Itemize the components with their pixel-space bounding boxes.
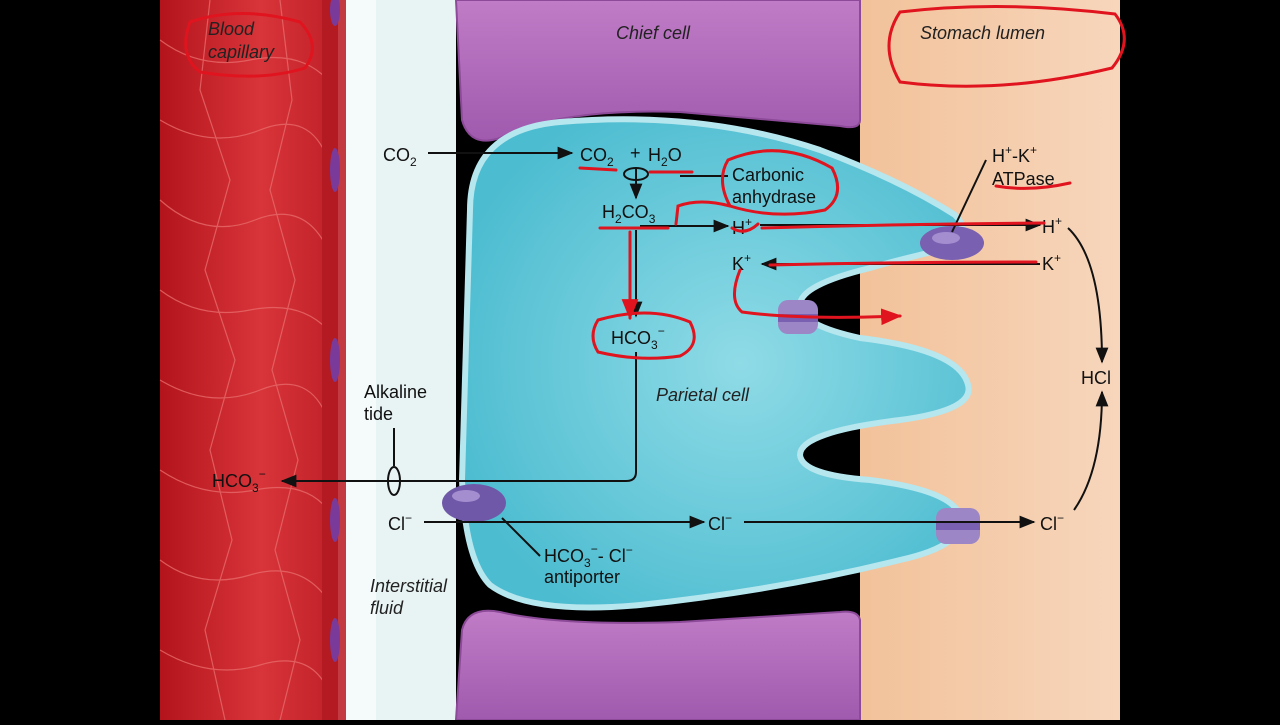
hcl-label: HCl <box>1081 368 1111 388</box>
annotation-hook-h2co3 <box>674 200 732 226</box>
hco3-blood-label: HCO3− <box>212 467 266 495</box>
right-letterbox <box>1120 0 1280 720</box>
parietal-cell <box>458 116 972 611</box>
chief-cell-bottom <box>454 609 861 721</box>
enzyme-junction <box>623 167 649 181</box>
annotation-underline-atpase <box>994 181 1072 190</box>
hco3-cell-label: HCO3− <box>611 324 665 352</box>
stomach-lumen-label: Stomach lumen <box>920 23 1045 43</box>
annotation-line-h-plus <box>760 221 1046 230</box>
cl-lumen-label: Cl− <box>1040 511 1064 534</box>
pathway-arrows <box>280 146 1109 557</box>
cl-cell-label: Cl− <box>708 511 732 534</box>
alkaline-tide-label-1: Alkaline <box>364 382 427 402</box>
h-plus-lumen-label: H+ <box>1042 214 1062 237</box>
cl-interstitial-label: Cl− <box>388 511 412 534</box>
chief-cell-top <box>454 0 861 142</box>
annotation-line-k-plus <box>768 260 1038 267</box>
plus-sign: + <box>630 143 641 163</box>
cl-channel <box>936 508 980 544</box>
k-plus-lumen-label: K+ <box>1042 251 1061 274</box>
alkaline-tide-marker <box>387 466 401 496</box>
atpase-label-2: ATPase <box>992 169 1055 189</box>
h-k-atpase-pump <box>920 226 984 260</box>
carbonic-anhydrase-label-2: anhydrase <box>732 187 816 207</box>
antiporter-label-1: HCO3−- Cl− <box>544 542 633 570</box>
h2co3-label: H2CO3 <box>602 202 656 226</box>
interstitial-fluid-label-2: fluid <box>370 598 404 618</box>
blood-capillary <box>159 0 346 721</box>
annotation-circle-carbonic-anhydrase <box>721 149 840 216</box>
annotation-underline-h-plus <box>730 222 760 233</box>
co2-inside-label: CO2 <box>580 145 614 169</box>
carbonic-anhydrase-label-1: Carbonic <box>732 165 804 185</box>
annotation-underline-co2 <box>578 166 618 172</box>
red-annotations <box>184 4 1126 360</box>
parietal-cell-label: Parietal cell <box>656 385 750 405</box>
atpase-label-1: H+-K+ <box>992 143 1037 166</box>
annotation-circle-blood-capillary <box>184 12 314 78</box>
annotation-circle-stomach-lumen <box>887 4 1126 88</box>
interstitial-highlight <box>346 0 376 720</box>
co2-outside-label: CO2 <box>383 145 417 169</box>
blood-capillary-label-2: capillary <box>208 42 275 62</box>
interstitial-fluid-label-1: Interstitial <box>370 576 448 596</box>
left-letterbox <box>0 0 160 720</box>
alkaline-tide-label-2: tide <box>364 404 393 424</box>
h2o-label: H2O <box>648 145 682 169</box>
blood-capillary-label-1: Blood <box>208 19 255 39</box>
annotation-circle-hco3 <box>591 311 696 360</box>
chief-cell-label: Chief cell <box>616 23 691 43</box>
antiporter-label-2: antiporter <box>544 567 620 587</box>
annotation-loop-k-plus <box>733 268 903 326</box>
h-plus-cell-label: H+ <box>732 215 752 238</box>
hco3-cl-antiporter <box>442 484 506 522</box>
